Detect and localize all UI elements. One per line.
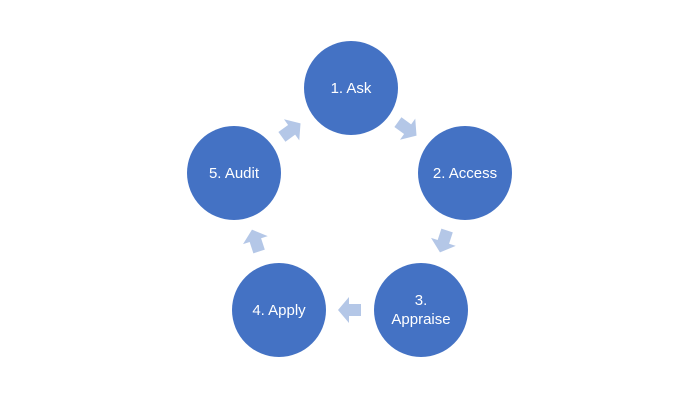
step-audit-label: 5. Audit (208, 164, 260, 182)
step-ask-label: 1. Ask (330, 79, 372, 97)
step-apply-node: 4. Apply (232, 263, 326, 357)
step-appraise-node: 3. Appraise (374, 263, 468, 357)
step-appraise-label: 3. Appraise (391, 292, 451, 328)
step-access-label: 2. Access (432, 164, 498, 182)
step-audit-node: 5. Audit (187, 126, 281, 220)
arrow-4-to-5-icon (243, 229, 268, 254)
arrow-1-to-2-icon (394, 117, 417, 140)
arrow-3-to-4-icon (338, 297, 361, 323)
step-ask-node: 1. Ask (304, 41, 398, 135)
step-apply-label: 4. Apply (252, 301, 306, 319)
arrow-5-to-1-icon (278, 119, 301, 142)
step-access-node: 2. Access (418, 126, 512, 220)
arrow-2-to-3-icon (431, 228, 456, 253)
